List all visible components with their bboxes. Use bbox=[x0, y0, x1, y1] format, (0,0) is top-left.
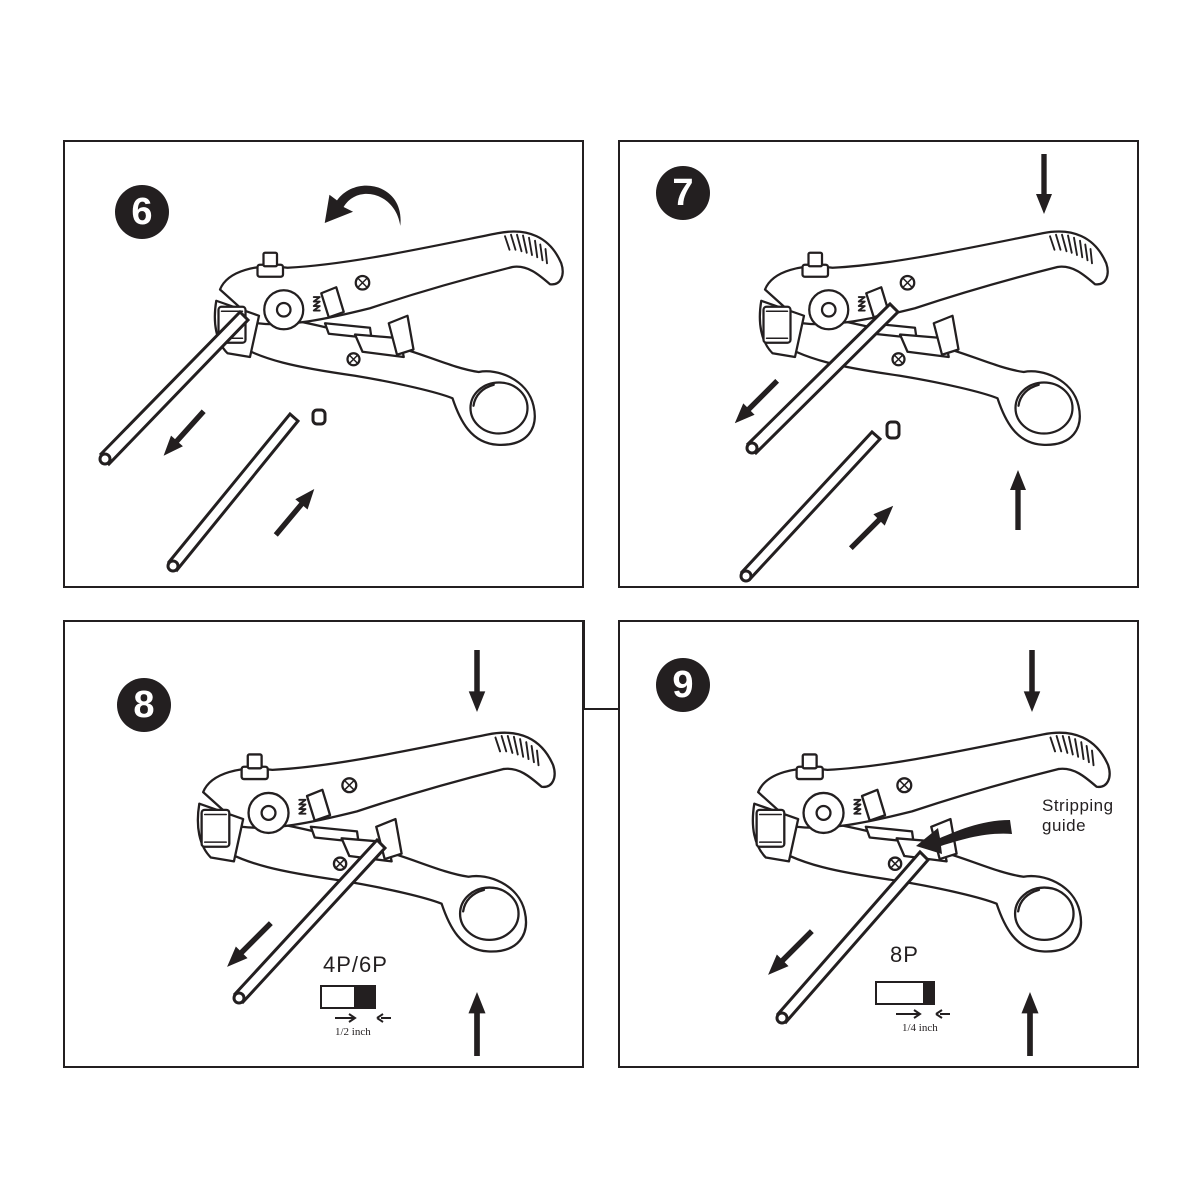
strip-length-diagram bbox=[875, 981, 950, 1019]
step-8-illustration bbox=[196, 650, 556, 1056]
direction-arrow-icon bbox=[845, 500, 899, 554]
panel-connector-horizontal bbox=[583, 708, 619, 710]
step-7-panel: 7 bbox=[618, 140, 1139, 588]
panel-connector bbox=[583, 620, 585, 710]
cable-icon bbox=[775, 849, 931, 1025]
cable-type-label: 8P bbox=[890, 942, 919, 967]
direction-arrow-icon bbox=[1021, 992, 1039, 1056]
step-7-illustration bbox=[729, 154, 1109, 583]
step-9-panel: 9 8P 1/4 inch Stripping guide bbox=[618, 620, 1139, 1068]
cable-icon bbox=[745, 301, 901, 456]
direction-arrow-icon bbox=[468, 992, 486, 1056]
step-8-panel: 8 4P/6P 1/2 inch bbox=[63, 620, 584, 1068]
cable-icon bbox=[739, 420, 901, 583]
strip-length-label: 1/4 inch bbox=[902, 1022, 938, 1034]
direction-arrow-icon bbox=[762, 925, 818, 981]
cable-stripper-icon bbox=[758, 230, 1109, 446]
direction-arrow-icon bbox=[269, 483, 321, 541]
step-number-badge: 7 bbox=[656, 166, 710, 220]
direction-arrow-icon bbox=[468, 650, 486, 712]
direction-arrow-icon bbox=[1023, 650, 1041, 712]
step-9-illustration bbox=[751, 650, 1111, 1056]
step-number-badge: 6 bbox=[115, 185, 169, 239]
cable-icon bbox=[166, 408, 327, 573]
step-6-panel: 6 bbox=[63, 140, 584, 588]
direction-arrow-icon bbox=[1036, 154, 1052, 214]
cable-stripper-icon bbox=[213, 230, 564, 446]
strip-length-label: 1/2 inch bbox=[335, 1026, 371, 1038]
step-6-illustration bbox=[98, 185, 564, 573]
direction-arrow-icon bbox=[157, 405, 210, 462]
rotate-arrow-icon bbox=[324, 185, 401, 226]
cable-icon bbox=[98, 309, 251, 467]
step-number-badge: 8 bbox=[117, 678, 171, 732]
strip-length-diagram bbox=[320, 985, 391, 1023]
step-number-badge: 9 bbox=[656, 658, 710, 712]
stripping-guide-pointer bbox=[916, 820, 1012, 854]
stripping-guide-label: Stripping guide bbox=[1042, 796, 1114, 835]
cable-icon bbox=[232, 837, 388, 1005]
cable-type-label: 4P/6P bbox=[323, 952, 388, 977]
direction-arrow-icon bbox=[1010, 470, 1026, 530]
